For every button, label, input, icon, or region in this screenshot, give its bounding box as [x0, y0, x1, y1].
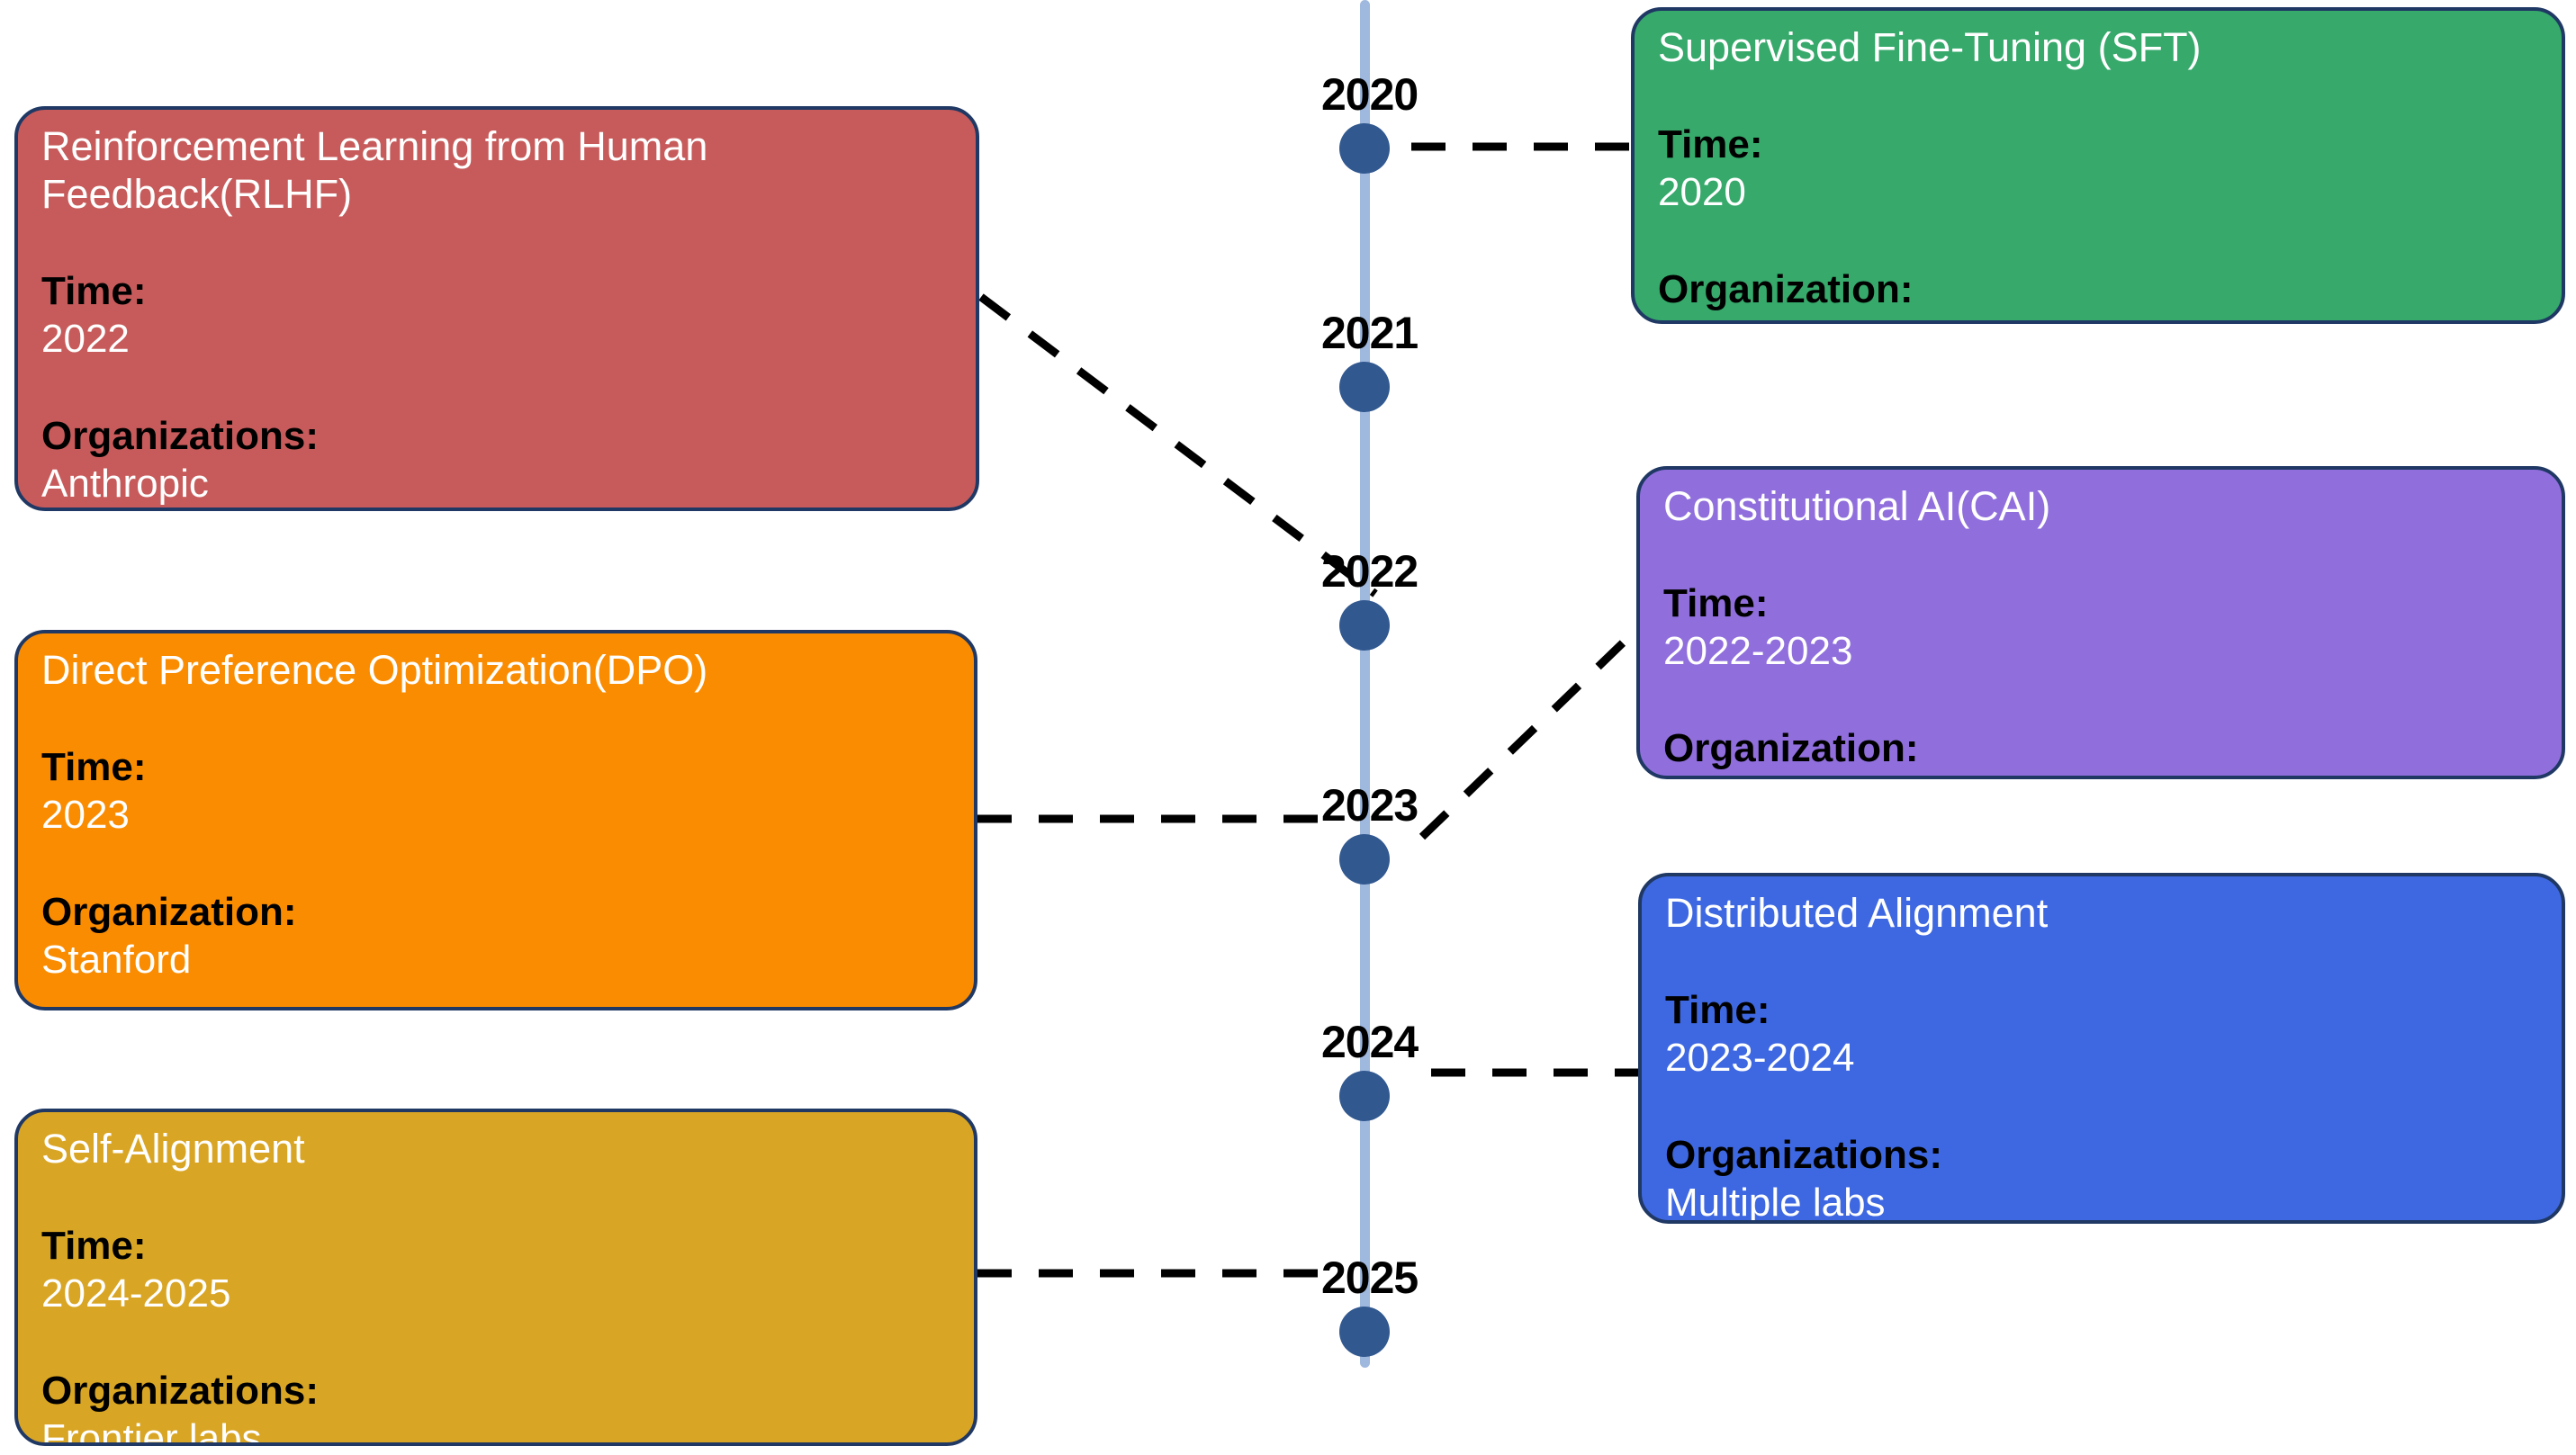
card-org-label-dpo: Organization: — [41, 890, 297, 935]
card-org-row-cai: Organization: Anthropic — [1663, 678, 2538, 776]
timeline-year-2021: 2021 — [1321, 308, 1419, 358]
timeline-year-2025: 2025 — [1321, 1253, 1419, 1303]
card-title-dpo: Direct Preference Optimization(DPO) — [41, 647, 708, 693]
card-org-row-distributed: Organizations: Multiple labs — [1665, 1084, 2538, 1224]
card-time-value-distributed: 2023-2024 — [1665, 1035, 1855, 1080]
card-time-row-sft: Time: 2020 — [1658, 74, 2538, 216]
card-org-value-self-alignment: Frontier labs — [41, 1416, 262, 1446]
card-title-self-alignment: Self-Alignment — [41, 1126, 305, 1172]
card-time-value-sft: 2020 — [1658, 169, 1746, 214]
card-title-rlhf: Reinforcement Learning from Human Feedba… — [41, 123, 708, 218]
milestone-card-cai[interactable]: Constitutional AI(CAI) Time: 2022-2023 O… — [1636, 466, 2565, 779]
milestone-card-dpo[interactable]: Direct Preference Optimization(DPO) Time… — [14, 630, 977, 1010]
card-org-label-rlhf: Organizations: — [41, 414, 320, 459]
card-org-value-rlhf: Anthropic — [41, 462, 209, 507]
card-title-cai: Constitutional AI(CAI) — [1663, 483, 2051, 529]
card-time-label-sft: Time: — [1658, 121, 1763, 166]
card-org-label-sft: Organization: — [1658, 267, 1914, 312]
card-org-row-self-alignment: Organizations: Frontier labs — [41, 1320, 950, 1446]
timeline-year-2022: 2022 — [1321, 546, 1419, 597]
card-time-row-dpo: Time: 2023 — [41, 696, 950, 839]
timeline-year-2020: 2020 — [1321, 69, 1419, 120]
timeline-dot-2022[interactable] — [1339, 600, 1390, 651]
timeline-dot-2021[interactable] — [1339, 362, 1390, 412]
card-org-label-cai: Organization: — [1663, 726, 1919, 771]
card-time-value-rlhf: 2022 — [41, 316, 130, 361]
milestone-card-self-alignment[interactable]: Self-Alignment Time: 2024-2025 Organizat… — [14, 1109, 977, 1446]
card-time-label-cai: Time: — [1663, 580, 1769, 625]
card-org-value-distributed: Multiple labs — [1665, 1181, 1886, 1224]
card-title-distributed: Distributed Alignment — [1665, 890, 2049, 936]
card-time-value-cai: 2022-2023 — [1663, 628, 1853, 673]
card-time-row-rlhf: Time: 2022 — [41, 220, 952, 363]
card-time-value-self-alignment: 2024-2025 — [41, 1271, 231, 1316]
card-time-row-self-alignment: Time: 2024-2025 — [41, 1175, 950, 1317]
timeline-year-2024: 2024 — [1321, 1017, 1419, 1067]
card-title-sft: Supervised Fine-Tuning (SFT) — [1658, 24, 2202, 70]
card-milestone-row-dpo: Milestone: DPO simplifies preference lea… — [41, 987, 950, 1007]
milestone-card-rlhf[interactable]: Reinforcement Learning from Human Feedba… — [14, 106, 979, 511]
milestone-card-distributed[interactable]: Distributed Alignment Time: 2023-2024 Or… — [1638, 873, 2565, 1224]
card-org-row-rlhf: Organizations: Anthropic — [41, 366, 952, 507]
timeline-dot-2025[interactable] — [1339, 1307, 1390, 1357]
card-time-value-dpo: 2023 — [41, 792, 130, 837]
connector-rlhf — [978, 293, 1378, 597]
card-time-row-cai: Time: 2022-2023 — [1663, 533, 2538, 675]
card-org-row-dpo: Organization: Stanford — [41, 841, 950, 983]
card-org-row-sft: Organization: OpenAI — [1658, 219, 2538, 320]
card-time-row-distributed: Time: 2023-2024 — [1665, 939, 2538, 1082]
card-org-label-distributed: Organizations: — [1665, 1133, 1943, 1178]
timeline-axis — [1360, 0, 1370, 1368]
card-org-label-self-alignment: Organizations: — [41, 1369, 320, 1414]
card-time-label-dpo: Time: — [41, 744, 147, 789]
timeline-dot-2024[interactable] — [1339, 1071, 1390, 1121]
card-org-value-cai: Anthropic — [1663, 774, 1831, 776]
timeline-dot-2023[interactable] — [1339, 834, 1390, 885]
card-time-label-self-alignment: Time: — [41, 1223, 147, 1268]
card-time-label-rlhf: Time: — [41, 268, 147, 313]
connector-cai — [1419, 626, 1640, 840]
card-time-label-distributed: Time: — [1665, 987, 1770, 1032]
timeline-dot-2020[interactable] — [1339, 123, 1390, 174]
timeline-year-2023: 2023 — [1321, 780, 1419, 831]
milestone-card-sft[interactable]: Supervised Fine-Tuning (SFT) Time: 2020 … — [1631, 7, 2565, 324]
card-org-value-sft: OpenAI — [1658, 315, 1792, 320]
card-org-value-dpo: Stanford — [41, 938, 192, 983]
